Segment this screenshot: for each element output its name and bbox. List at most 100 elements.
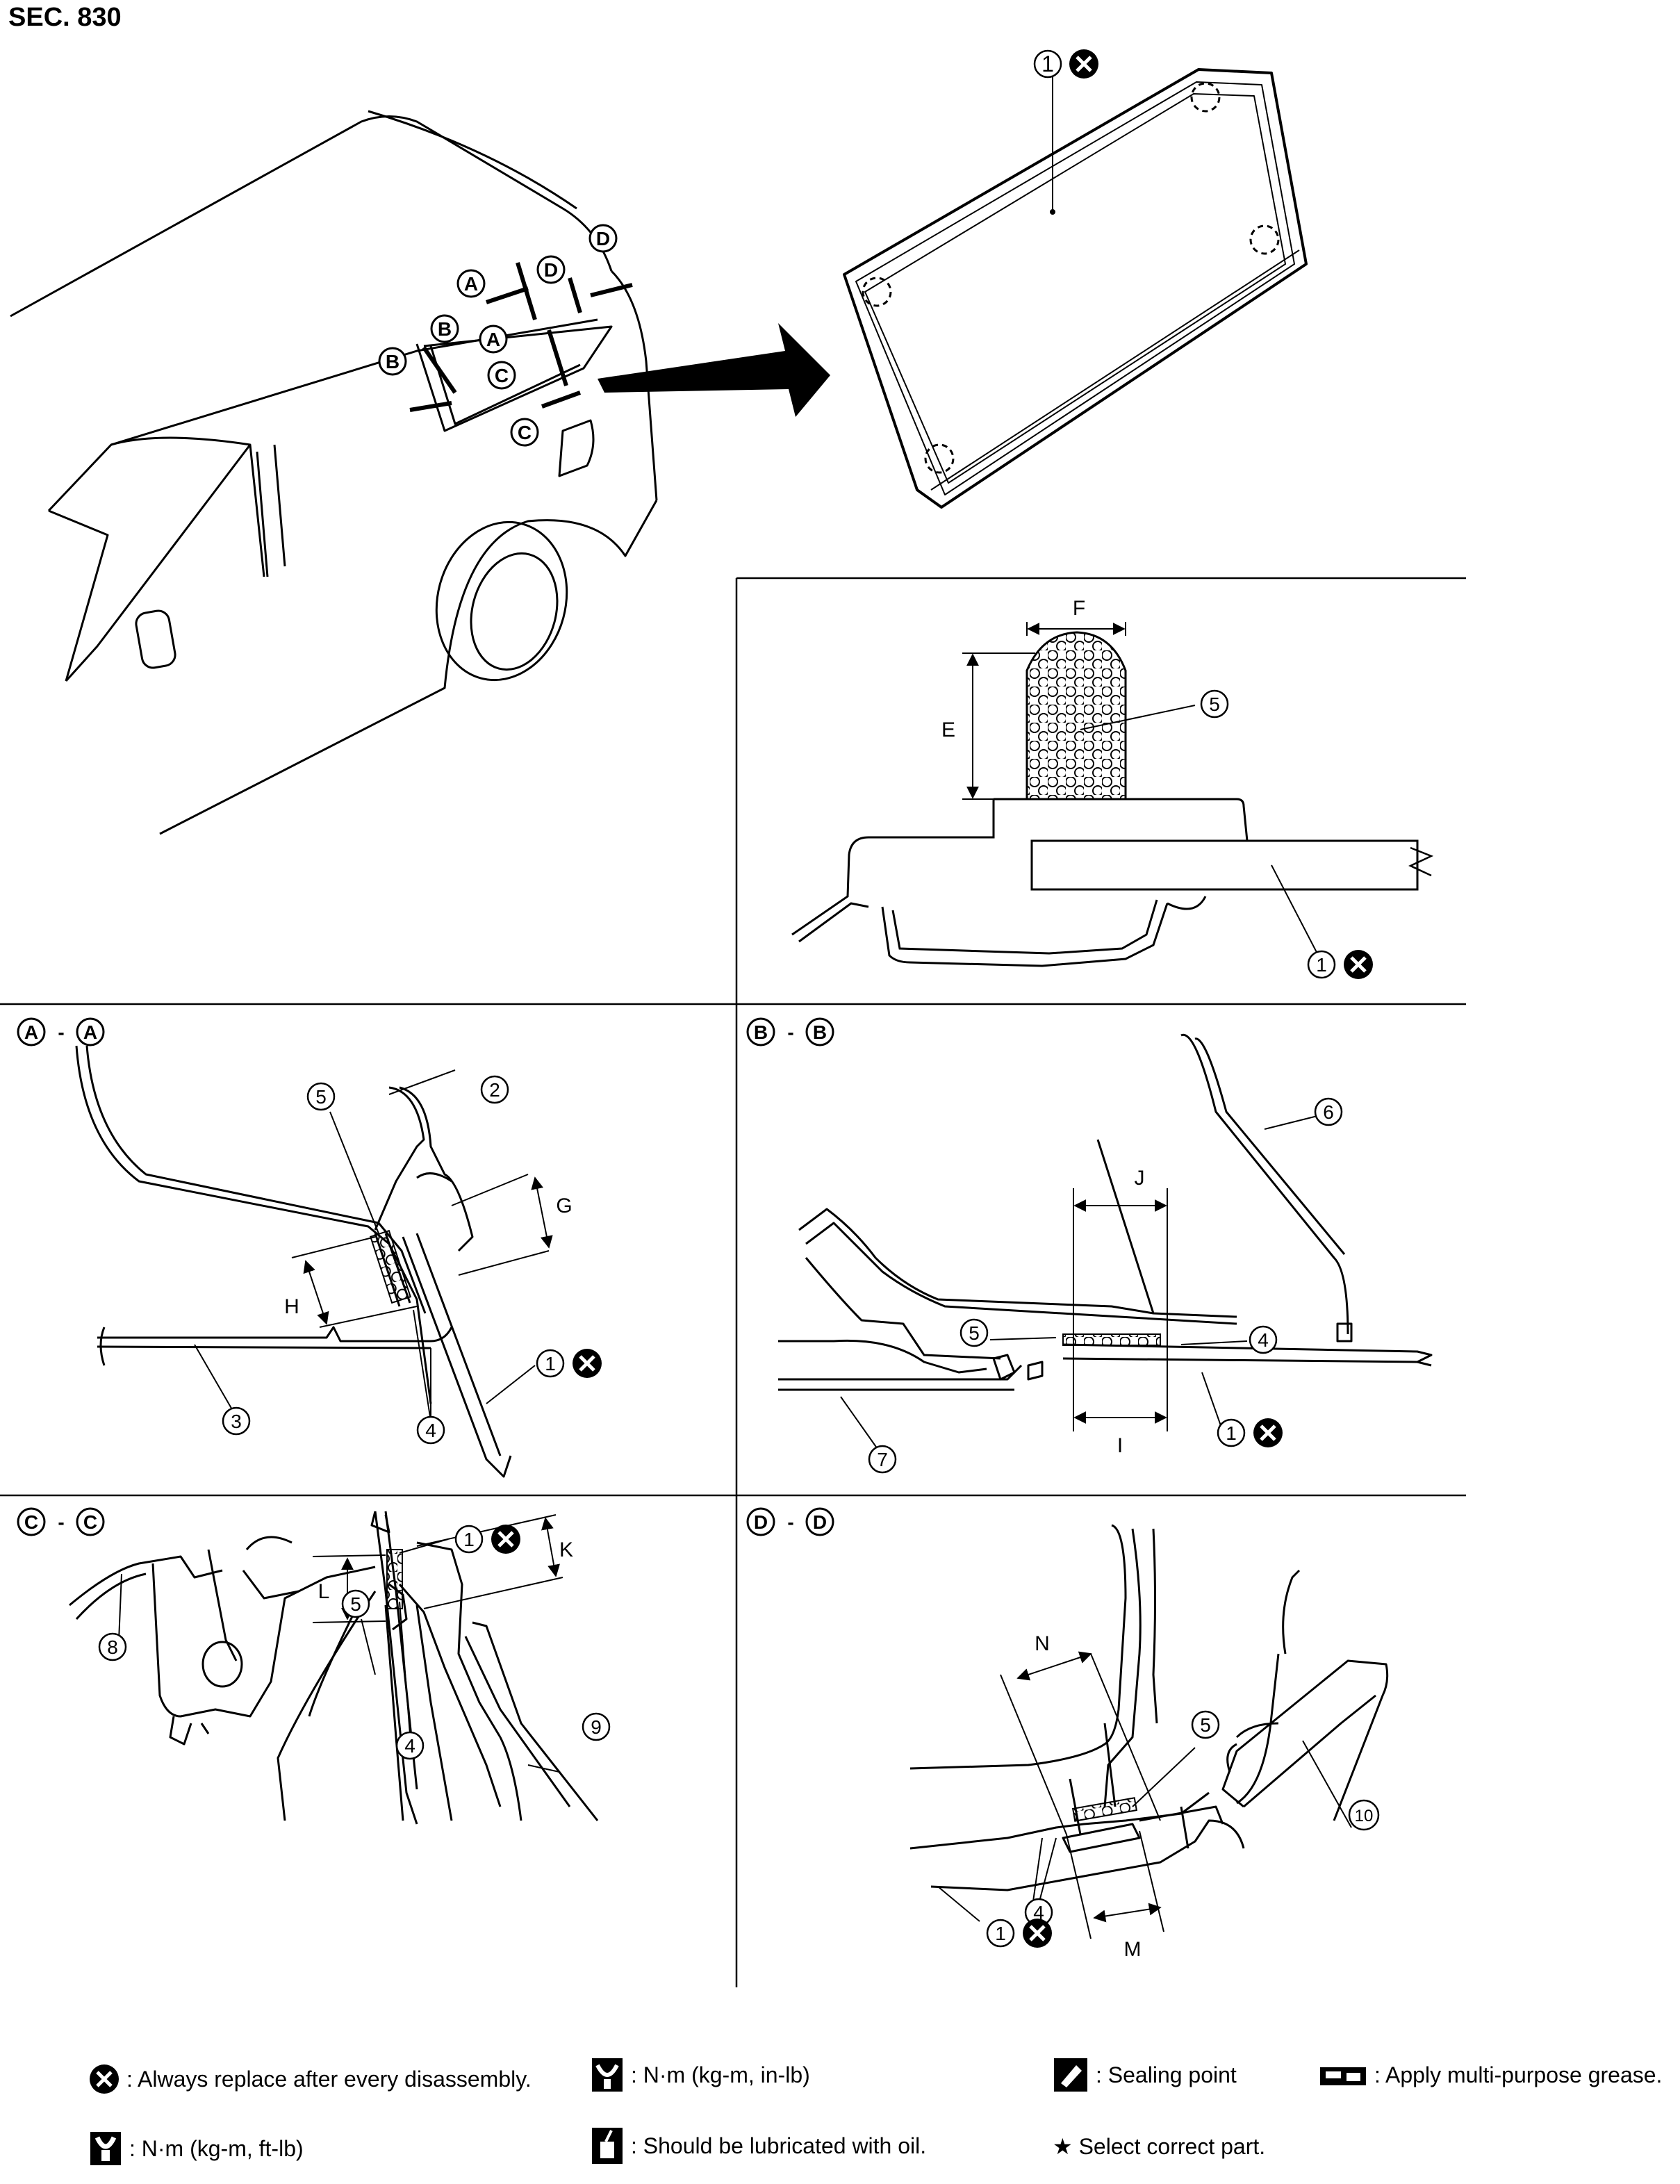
- grease-icon: [1320, 2067, 1366, 2085]
- legend-oil: : Should be lubricated with oil.: [591, 2126, 926, 2165]
- legend-sealing: : Sealing point: [1053, 2057, 1237, 2093]
- svg-text:7: 7: [877, 1449, 888, 1470]
- legend-torque-in: : N·m (kg-m, in-lb): [591, 2057, 810, 2093]
- section-cc: [69, 1511, 599, 1825]
- marker-c1: C: [487, 361, 516, 390]
- callout-4-dd: 4: [1024, 1898, 1053, 1927]
- svg-text:A: A: [486, 329, 500, 350]
- replace-icon: [90, 2064, 119, 2094]
- svg-text:3: 3: [231, 1411, 242, 1432]
- header-cc: C - C: [17, 1507, 105, 1536]
- callout-8-cc: 8: [98, 1632, 127, 1661]
- svg-text:8: 8: [107, 1636, 118, 1658]
- svg-text:D: D: [754, 1511, 768, 1533]
- callout-7-bb: 7: [868, 1445, 897, 1474]
- callout-5-cc: 5: [341, 1589, 370, 1618]
- section-aa: [75, 1045, 512, 1478]
- svg-text:6: 6: [1323, 1101, 1334, 1123]
- svg-text:A: A: [24, 1021, 38, 1043]
- svg-text:1: 1: [545, 1353, 556, 1374]
- callout-5-bb: 5: [960, 1318, 989, 1347]
- callout-5-aa: 5: [306, 1082, 336, 1111]
- marker-b1: B: [378, 347, 407, 376]
- callout-1-aa: 1: [536, 1349, 602, 1378]
- back-glass: [843, 68, 1308, 509]
- wrench-ft-lb-icon: [90, 2132, 121, 2165]
- svg-text:-: -: [787, 1511, 793, 1533]
- svg-text:C: C: [24, 1511, 38, 1533]
- svg-text:4: 4: [425, 1420, 436, 1441]
- legend-grease: : Apply multi-purpose grease.: [1319, 2062, 1662, 2088]
- svg-text:1: 1: [1041, 51, 1054, 76]
- wrench-in-lb-icon: [592, 2058, 623, 2092]
- svg-text:B: B: [386, 351, 400, 372]
- legend: : Always replace after every disassembly…: [0, 2048, 1680, 2184]
- svg-text:C: C: [518, 422, 532, 443]
- legend-replace-text: : Always replace after every disassembly…: [126, 2066, 532, 2092]
- svg-text:1: 1: [463, 1529, 475, 1550]
- section-bb-dims: [840, 1115, 1321, 1456]
- svg-text:A: A: [83, 1021, 97, 1043]
- svg-text:-: -: [58, 1021, 64, 1043]
- svg-text:4: 4: [1033, 1902, 1044, 1923]
- glass-part-label: 1: [1033, 49, 1098, 79]
- svg-text:C: C: [83, 1511, 97, 1533]
- arrow-to-glass: [598, 323, 830, 417]
- callout-5-dd: 5: [1191, 1710, 1220, 1739]
- header-aa: A - A: [17, 1017, 105, 1046]
- legend-torque-ft-text: : N·m (kg-m, ft-lb): [129, 2135, 304, 2161]
- section-headers: A - A B - B C - C D - D: [17, 1017, 834, 1536]
- callout-1-bead: 1: [1307, 950, 1373, 979]
- dim-j: J: [1135, 1167, 1145, 1190]
- svg-text:5: 5: [969, 1322, 980, 1344]
- section-bb: [778, 1033, 1433, 1391]
- svg-text:-: -: [58, 1511, 64, 1533]
- vehicle-illustration: [10, 110, 658, 835]
- svg-text:4: 4: [404, 1735, 415, 1757]
- svg-text:5: 5: [315, 1086, 327, 1108]
- legend-torque-in-text: : N·m (kg-m, in-lb): [631, 2062, 810, 2087]
- oil-can-icon: [592, 2128, 623, 2164]
- marker-a2: A: [479, 325, 508, 354]
- legend-sealing-text: : Sealing point: [1096, 2062, 1237, 2087]
- callout-1-dd: 1: [986, 1919, 1052, 1948]
- panel-frames: [0, 577, 1466, 1987]
- svg-text:2: 2: [489, 1079, 500, 1101]
- sealing-point-icon: [1054, 2058, 1087, 2092]
- marker-a1: A: [456, 269, 486, 298]
- dim-i: I: [1117, 1434, 1123, 1457]
- section-cc-dims: [117, 1514, 563, 1773]
- dim-k: K: [559, 1538, 573, 1561]
- dim-n: N: [1035, 1632, 1050, 1655]
- svg-text:D: D: [596, 228, 610, 249]
- svg-text:5: 5: [1200, 1714, 1211, 1736]
- svg-text:-: -: [787, 1021, 793, 1043]
- svg-text:1: 1: [1226, 1422, 1237, 1444]
- callout-3-aa: 3: [222, 1406, 251, 1436]
- legend-select: ★ Select correct part.: [1053, 2133, 1265, 2160]
- svg-text:9: 9: [591, 1716, 602, 1738]
- dim-e: E: [941, 719, 955, 741]
- callout-4-bb: 4: [1249, 1325, 1278, 1354]
- part-callouts: 5 1 5 2 3 4 1 6 5 4 7 1 1 5 8 4 9 5 10 4…: [98, 689, 1380, 1948]
- callout-4-aa: 4: [416, 1415, 445, 1445]
- diagram-canvas: B B A A C C D D 1: [0, 49, 1466, 1987]
- svg-text:10: 10: [1355, 1807, 1374, 1825]
- svg-text:A: A: [464, 273, 478, 295]
- callout-9-cc: 9: [582, 1712, 611, 1741]
- svg-text:1: 1: [1316, 954, 1327, 976]
- svg-text:B: B: [438, 318, 452, 340]
- section-aa-dims: [194, 1069, 553, 1422]
- vehicle-section-markers: B B A A C C D D: [378, 224, 618, 447]
- section-lines: [409, 262, 633, 412]
- legend-replace: : Always replace after every disassembly…: [89, 2064, 532, 2094]
- dim-f: F: [1073, 597, 1085, 620]
- legend-grease-text: : Apply multi-purpose grease.: [1374, 2062, 1663, 2087]
- bead-dimensions: [962, 622, 1321, 960]
- svg-text:1: 1: [995, 1923, 1006, 1944]
- marker-c2: C: [510, 418, 539, 447]
- callout-6-bb: 6: [1314, 1097, 1343, 1126]
- marker-d2: D: [588, 224, 618, 253]
- section-title: SEC. 830: [8, 3, 122, 32]
- glass-clip-markers: [862, 82, 1280, 474]
